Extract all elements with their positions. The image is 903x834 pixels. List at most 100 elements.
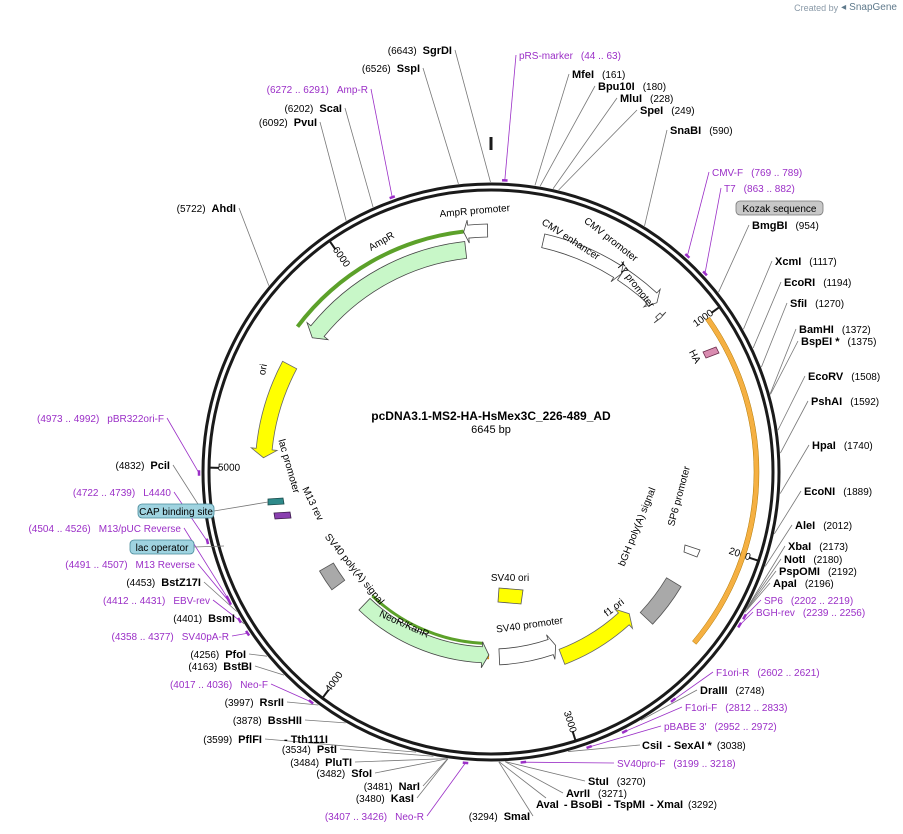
site-pvui: PvuI [294,117,317,129]
feature-pill-lac-operator[interactable] [129,539,195,555]
leader-line [747,545,786,608]
feature-pill-lac-operator-label: lac operator [136,543,189,554]
site-tspmi: - TspMI [607,799,645,811]
primer-amp-r-mark [389,195,396,200]
primer-neo-f-range: (4017 .. 4036) [170,680,232,691]
tick-mark [571,731,577,742]
primer-ebv-rev: EBV-rev [173,596,210,607]
tick-mark [321,689,330,699]
primer-t7: T7 [724,184,736,195]
backbone-inner [207,188,775,756]
primer-amp-r-range: (6272 .. 6291) [267,85,329,96]
leader-line [504,54,517,181]
site-pshai: PshAI [811,396,842,408]
site-pspomi: PspOMI [779,566,820,578]
cmv-enhancer-arc[interactable] [541,233,625,282]
f1-ori-arc[interactable] [558,608,634,665]
sp6-promoter-block[interactable] [683,544,701,558]
leader-line [166,417,200,474]
primer-f1ori-r-mark [670,697,677,703]
leader-line [238,207,270,286]
credit-brand: SnapGene [849,2,897,13]
tick-label: 6000 [330,245,352,270]
leader-line [686,171,710,256]
feature-pill-cap-binding-site[interactable] [137,503,215,519]
primer-sp6-range: (2202 .. 2219) [791,596,853,607]
leader-line [589,725,662,748]
site-sspi: SspI [397,63,420,75]
site-alei-pos: (2012) [823,521,852,532]
site-pcii-pos: (4832) [116,461,145,472]
feature-label-sv40-promoter: SV40 promoter [496,615,565,635]
site-alei: AleI [795,520,815,532]
sv40-promoter-arc[interactable] [498,634,557,666]
leader-line [213,501,269,512]
leader-line [744,582,771,613]
site-pspomi-pos: (2192) [828,567,857,578]
site-psti-pos: (3534) [282,745,311,756]
feature-pill-kozak-sequence-label: Kozak sequence [743,204,817,215]
ori-arc[interactable] [249,360,298,459]
sv40-poly-a-signal-arc[interactable] [318,562,346,591]
sv40-ori-box[interactable] [497,587,524,605]
primer-m13-puc-reverse-range: (4504 .. 4526) [28,524,90,535]
site-bsshii-pos: (3878) [233,716,262,727]
site-pvui-pos: (6092) [259,118,288,129]
leader-line [212,599,240,621]
lac-operator-block[interactable] [273,511,292,520]
label-leaders [166,49,824,817]
site-hpai: HpaI [812,440,836,452]
primer-sv40pro-f-range: (3199 .. 3218) [673,759,735,770]
site-ecorv-pos: (1508) [851,372,880,383]
site-bstbi: BstBI [223,661,252,673]
site-draiii: DraIII [700,685,728,697]
cap-binding-site-block[interactable] [267,497,285,506]
site-rsrii: RsrII [260,697,284,709]
site-bsshii: BssHII [268,715,302,727]
leader-line [644,129,668,227]
site-xcmi: XcmI [775,256,801,268]
primer-bgh-rev-mark [737,622,743,629]
site-bspei-pos: (1375) [848,337,877,348]
leader-line [743,260,773,330]
leader-line [374,758,448,774]
leader-line [354,758,447,763]
leader-line [498,761,534,817]
primer-l4440: L4440 [143,488,171,499]
feature-arcs [249,220,760,668]
orf-highlight-arc [692,316,760,645]
site-bstz17i-pos: (4453) [126,578,155,589]
leader-line [746,558,782,609]
plasmid-length: 6645 bp [471,424,511,436]
site-snabi: SnaBI [670,125,701,137]
ampr-arc[interactable] [306,241,468,341]
site-bstbi-pos: (4163) [188,662,217,673]
primer-sp6: SP6 [764,596,783,607]
leader-line [505,761,586,782]
neor-kanr-arc[interactable] [358,597,490,668]
primer-sv40pa-r-mark [245,630,251,637]
bgh-poly-a-signal-arc[interactable] [639,577,682,625]
primer-f1ori-f-range: (2812 .. 2833) [725,703,787,714]
primer-sp6-mark [742,613,748,620]
ampr-promoter-arc[interactable] [463,220,489,244]
cmv-promoter-arc[interactable] [616,267,661,308]
leader-line [769,328,797,394]
snapgene-credit: Created by ◂ SnapGene [794,2,897,13]
feature-label-lac-promoter: lac promoter [275,438,301,495]
tick-mark [748,556,759,562]
leader-line [286,701,319,706]
primer-prs-marker-range: (44 .. 63) [581,51,621,62]
t7-promoter-arc[interactable] [653,311,667,324]
feature-pill-kozak-sequence[interactable] [735,200,824,216]
site-bsmi: BsmI [208,613,235,625]
primer-amp-r: Amp-R [337,85,368,96]
site-ecori: EcoRI [784,277,815,289]
primer-sv40pro-f: SV40pro-F [617,759,665,770]
leader-line [539,85,596,187]
ha-tag-block[interactable] [702,346,720,359]
site-tth111i: - Tth111I [284,734,328,746]
site-mfei: MfeI [572,69,594,81]
site-smai: SmaI [504,811,530,823]
leader-line [568,744,641,752]
